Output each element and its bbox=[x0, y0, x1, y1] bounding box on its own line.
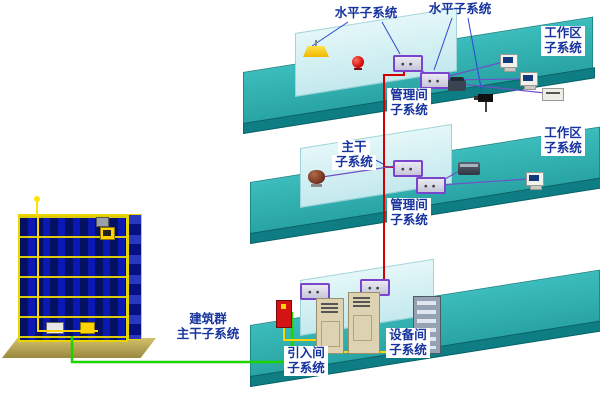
network-switch-a-icon bbox=[393, 55, 423, 72]
building-terminal-box2-icon bbox=[80, 322, 95, 334]
computer-3-icon bbox=[526, 172, 544, 190]
building-terminal-box-icon bbox=[46, 322, 64, 334]
equipment-cabinet-1-icon bbox=[316, 298, 344, 354]
computer-2-icon bbox=[520, 72, 538, 90]
label-text: 主干 bbox=[338, 139, 370, 155]
ceiling-lamp-icon bbox=[303, 40, 329, 57]
distribution-box-icon bbox=[276, 300, 292, 328]
label-management-subsystem-top: 管理间 子系统 bbox=[383, 87, 435, 118]
label-text: 主干子系统 bbox=[176, 325, 240, 341]
label-work-area-subsystem-top: 工作区 子系统 bbox=[534, 25, 592, 56]
label-work-area-subsystem-middle: 工作区 子系统 bbox=[534, 125, 592, 156]
fax-machine-icon bbox=[458, 162, 480, 175]
building-side-wall bbox=[128, 214, 142, 340]
label-text: 引入间 bbox=[284, 345, 328, 361]
telephone-icon bbox=[448, 77, 466, 91]
network-switch-c-icon bbox=[393, 160, 423, 177]
label-text: 子系统 bbox=[386, 342, 430, 358]
label-horizontal-subsystem-left: 水平子系统 bbox=[318, 5, 414, 21]
label-text: 建筑群 bbox=[189, 311, 227, 326]
label-text: 管理间 bbox=[387, 197, 431, 213]
label-text: 水平子系统 bbox=[428, 1, 492, 16]
label-text: 子系统 bbox=[387, 212, 431, 228]
label-text: 子系统 bbox=[387, 102, 431, 118]
label-text: 设备间 bbox=[386, 327, 430, 343]
label-equipment-room-subsystem: 设备间 子系统 bbox=[382, 327, 434, 358]
antenna-icon bbox=[34, 196, 40, 216]
computer-1-icon bbox=[500, 54, 518, 72]
equipment-cabinet-2-icon bbox=[348, 292, 380, 354]
roof-terminal-box bbox=[100, 227, 115, 240]
label-text: 水平子系统 bbox=[334, 5, 398, 20]
label-text: 工作区 bbox=[541, 25, 585, 41]
lamp-stem bbox=[315, 40, 317, 46]
cctv-camera-icon bbox=[474, 94, 493, 112]
label-backbone-subsystem: 主干 子系统 bbox=[330, 139, 378, 170]
label-text: 子系统 bbox=[332, 154, 376, 170]
label-horizontal-subsystem-right: 水平子系统 bbox=[412, 1, 508, 17]
label-entrance-room-subsystem: 引入间 子系统 bbox=[280, 345, 332, 376]
label-text: 子系统 bbox=[284, 360, 328, 376]
lamp-shade bbox=[303, 46, 329, 57]
network-switch-d-icon bbox=[416, 177, 446, 194]
label-text: 工作区 bbox=[541, 125, 585, 141]
label-campus-backbone-subsystem: 建筑群 主干子系统 bbox=[160, 311, 256, 342]
label-text: 子系统 bbox=[541, 40, 585, 56]
label-text: 子系统 bbox=[541, 140, 585, 156]
label-text: 管理间 bbox=[387, 87, 431, 103]
printer-icon bbox=[542, 88, 564, 101]
speaker-icon bbox=[308, 170, 325, 187]
fire-alarm-bell-icon bbox=[352, 56, 364, 70]
label-management-subsystem-middle: 管理间 子系统 bbox=[383, 197, 435, 228]
network-switch-e-icon bbox=[300, 283, 330, 300]
roof-structure bbox=[96, 217, 109, 227]
